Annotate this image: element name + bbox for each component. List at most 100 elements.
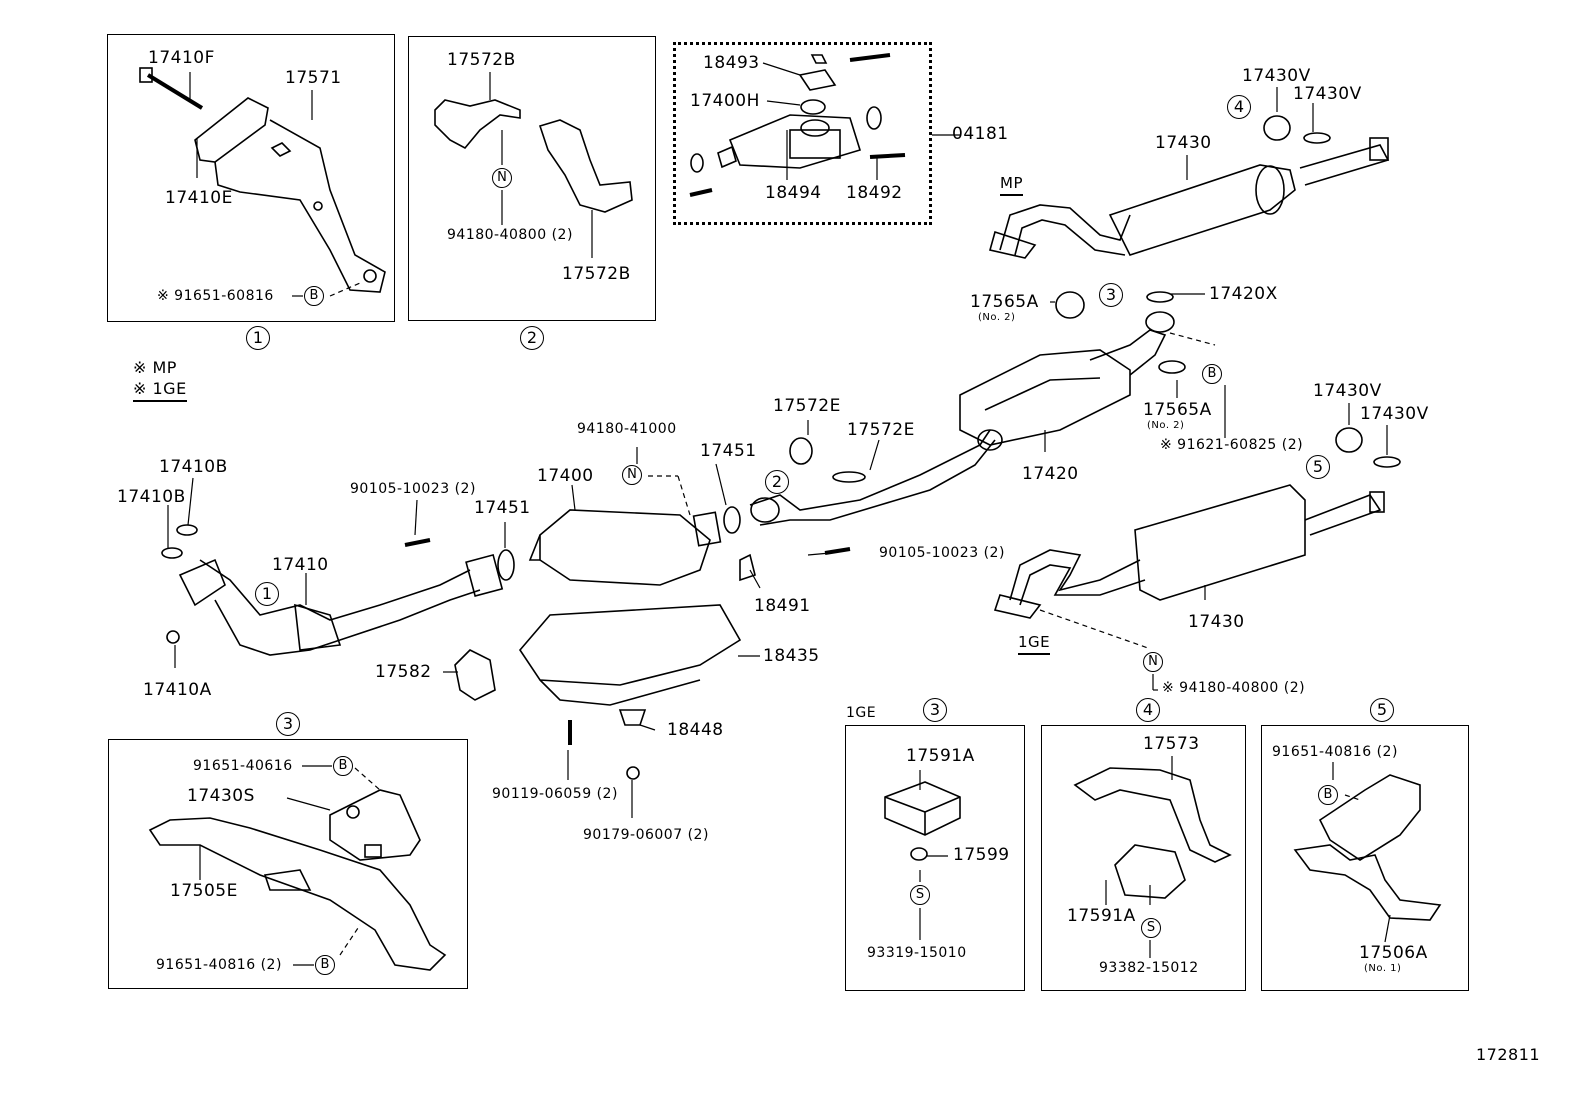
bolt-91651-40816-box5: 91651-40816 (2): [1272, 744, 1398, 760]
note-no2-b: (No. 2): [1147, 420, 1185, 431]
part-17591A-box4: 17591A: [1067, 906, 1136, 926]
detail-box-3-right: [845, 725, 1025, 991]
part-18491: 18491: [754, 596, 811, 616]
part-17420X: 17420X: [1209, 284, 1278, 304]
bolt-94180-40800: 94180-40800 (2): [447, 227, 573, 243]
part-17572B-top: 17572B: [447, 50, 516, 70]
part-17451-b: 17451: [474, 498, 531, 518]
part-17410F: 17410F: [148, 48, 215, 68]
section-1ge-box: 1GE: [846, 705, 877, 721]
callout-1-center: 1: [255, 582, 279, 606]
marker-b-box1: B: [304, 286, 324, 306]
muffler-17430-mp-drawing: [989, 115, 1390, 259]
callout-4-mp: 4: [1227, 95, 1251, 119]
section-1ge: 1GE: [1018, 635, 1051, 655]
note-no1: (No. 1): [1364, 963, 1402, 974]
bolt-90179-06007: 90179-06007 (2): [583, 827, 709, 843]
part-17430S: 17430S: [187, 786, 255, 806]
callout-3-box-right: 3: [923, 698, 947, 722]
part-17582: 17582: [375, 662, 432, 682]
note-no2-a: (No. 2): [978, 312, 1016, 323]
callout-1-box: 1: [246, 326, 270, 350]
part-17430-mp: 17430: [1155, 133, 1212, 153]
callout-3-box-left: 3: [276, 712, 300, 736]
bolt-90105-10023-a: 90105-10023 (2): [350, 481, 476, 497]
section-mp: MP: [1000, 176, 1023, 196]
part-18493: 18493: [703, 53, 760, 73]
part-17430V-1ge-b: 17430V: [1360, 404, 1429, 424]
callout-3-center: 3: [1099, 283, 1123, 307]
part-18448: 18448: [667, 720, 724, 740]
bolt-90119-06059: 90119-06059 (2): [492, 786, 618, 802]
bolt-93382-15012: 93382-15012: [1099, 960, 1199, 976]
kit-04181-drawing: [689, 53, 906, 197]
part-17410: 17410: [272, 555, 329, 575]
callout-5-1ge: 5: [1306, 455, 1330, 479]
rubber-mount-17591A-drawing: [884, 781, 961, 861]
part-17572B-bottom: 17572B: [562, 264, 631, 284]
callout-4-box: 4: [1136, 698, 1160, 722]
part-17400: 17400: [537, 466, 594, 486]
legend-1ge: ※ 1GE: [133, 381, 187, 402]
bracket-17506A-drawing: [1293, 774, 1442, 921]
detail-box-2: [408, 36, 656, 321]
kit-04181: 04181: [952, 124, 1009, 144]
bolt-90105-10023-b: 90105-10023 (2): [879, 545, 1005, 561]
detail-box-3-left: [108, 739, 468, 989]
part-17410E: 17410E: [165, 188, 233, 208]
part-18492: 18492: [846, 183, 903, 203]
marker-b-center: B: [1202, 364, 1222, 384]
part-17410A: 17410A: [143, 680, 212, 700]
part-18494: 18494: [765, 183, 822, 203]
part-17420: 17420: [1022, 464, 1079, 484]
bolt-94180-41000: 94180-41000: [577, 421, 677, 437]
bolt-94180-40800-1ge: ※ 94180-40800 (2): [1162, 680, 1306, 696]
diagram-id: 172811: [1476, 1045, 1541, 1064]
marker-n-1ge: N: [1143, 652, 1163, 672]
bracket-17573-drawing: [1073, 767, 1232, 899]
part-17571: 17571: [285, 68, 342, 88]
marker-s-box4: S: [1141, 918, 1161, 938]
part-17599: 17599: [953, 845, 1010, 865]
muffler-17430-1ge-drawing: [993, 427, 1401, 619]
marker-n-center: N: [622, 465, 642, 485]
callout-2-center: 2: [765, 470, 789, 494]
part-17572E-a: 17572E: [773, 396, 841, 416]
part-17430V-mp-a: 17430V: [1242, 66, 1311, 86]
bolt-91651-60816: ※ 91651-60816: [157, 288, 274, 304]
part-17451-a: 17451: [700, 441, 757, 461]
marker-b-box3-bottom: B: [315, 955, 335, 975]
marker-b-box5: B: [1318, 785, 1338, 805]
callout-5-box: 5: [1370, 698, 1394, 722]
detail-box-1: [107, 34, 395, 322]
part-17430V-mp-b: 17430V: [1293, 84, 1362, 104]
marker-b-box3-top: B: [333, 756, 353, 776]
part-17565A-b: 17565A: [1143, 400, 1212, 420]
part-17505E: 17505E: [170, 881, 238, 901]
bolt-91651-40616: 91651-40616: [193, 758, 293, 774]
kit-box-04181: [673, 42, 932, 225]
part-17573: 17573: [1143, 734, 1200, 754]
marker-s-box3: S: [910, 885, 930, 905]
bolt-91621-60825: ※ 91621-60825 (2): [1160, 437, 1304, 453]
detail-box-4: [1041, 725, 1246, 991]
detail-box-5: [1261, 725, 1469, 991]
bracket-17572B-drawing: [434, 99, 633, 213]
part-17506A: 17506A: [1359, 943, 1428, 963]
marker-n-box2: N: [492, 168, 512, 188]
part-17430V-1ge-a: 17430V: [1313, 381, 1382, 401]
legend-mp: ※ MP: [133, 358, 177, 377]
exhaust-pipe-assembly-drawing: [161, 291, 1186, 780]
part-17572E-b: 17572E: [847, 420, 915, 440]
part-17430-1ge: 17430: [1188, 612, 1245, 632]
bracket-17505E-drawing: [148, 789, 447, 971]
part-17410B-b: 17410B: [117, 487, 186, 507]
part-17410B-a: 17410B: [159, 457, 228, 477]
part-17591A-box3: 17591A: [906, 746, 975, 766]
part-18435: 18435: [763, 646, 820, 666]
leader-lines: [167, 62, 1391, 966]
callout-2-box: 2: [520, 326, 544, 350]
bolt-91651-40816-box3: 91651-40816 (2): [156, 957, 282, 973]
part-17565A-a: 17565A: [970, 292, 1039, 312]
